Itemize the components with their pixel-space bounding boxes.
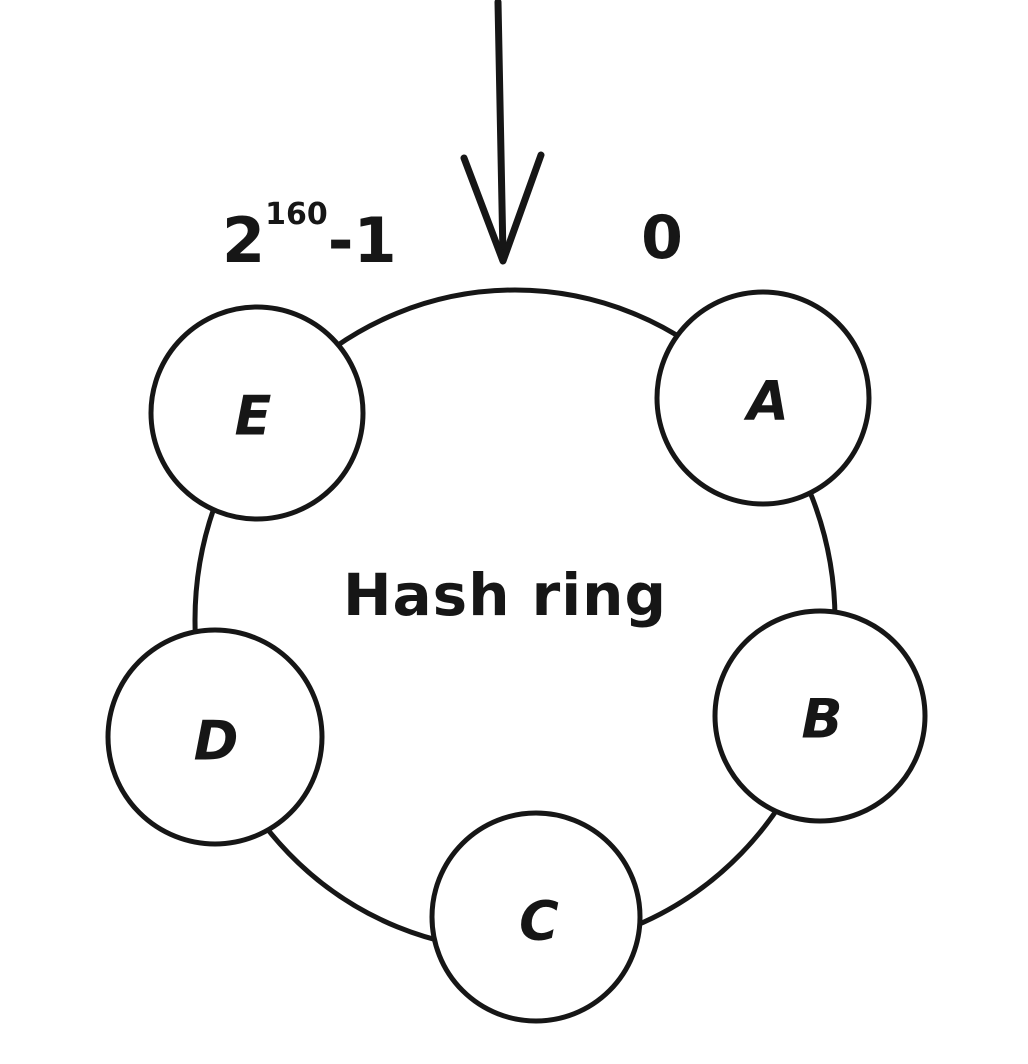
node-a-circle (654, 289, 872, 507)
node-c: C (429, 810, 643, 1024)
node-e-circle (148, 304, 366, 522)
range-start-label: 0 (641, 203, 683, 273)
node-b-circle (712, 608, 928, 824)
arrow-head (460, 151, 545, 265)
arrow-shaft (494, 0, 507, 260)
range-max-base: 2 (222, 204, 265, 277)
node-d-label: D (194, 710, 239, 773)
node-d: D (105, 627, 325, 847)
node-b: B (712, 608, 928, 824)
node-e-label: E (235, 385, 272, 448)
node-c-circle (429, 810, 643, 1024)
node-b-label: B (801, 688, 842, 751)
range-max-suffix: -1 (328, 204, 397, 277)
range-max-label: 2160-1 (222, 197, 397, 277)
node-a-label: A (743, 370, 789, 433)
incoming-key-arrow (460, 0, 545, 265)
range-max-exponent: 160 (265, 197, 328, 232)
node-a: A (654, 289, 872, 507)
node-e: E (148, 304, 366, 522)
node-c-label: C (519, 890, 559, 953)
node-d-circle (105, 627, 325, 847)
ring-title: Hash ring (343, 561, 667, 629)
